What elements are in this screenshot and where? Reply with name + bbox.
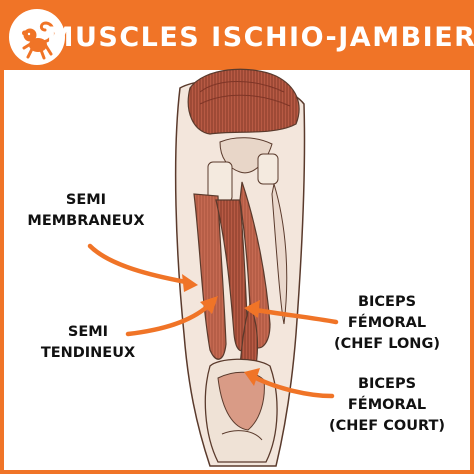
page-title: MUSCLES ISCHIO-JAMBIERS <box>46 21 474 53</box>
label-line: BICEPS <box>357 376 417 392</box>
label-line: TENDINEUX <box>40 345 136 361</box>
header-banner: MUSCLES ISCHIO-JAMBIERS <box>4 4 474 70</box>
label-line: BICEPS <box>357 294 417 310</box>
arrow-biceps-long <box>244 300 339 325</box>
label-line: FÉMORAL <box>347 397 427 413</box>
monkey-logo-icon <box>8 8 66 66</box>
label-line: MEMBRANEUX <box>27 213 145 229</box>
label-line: (CHEF LONG) <box>334 336 440 352</box>
label-line: SEMI <box>67 324 109 340</box>
gluteus-muscle <box>187 68 300 135</box>
label-semimembraneux: SEMI MEMBRANEUX <box>12 190 160 232</box>
arrow-semitendineux <box>125 296 218 337</box>
arrow-biceps-short <box>244 368 335 399</box>
label-line: FÉMORAL <box>347 315 427 331</box>
hamstring-illustration <box>87 68 339 467</box>
label-biceps-long: BICEPS FÉMORAL (CHEF LONG) <box>322 292 452 355</box>
biceps-long-head-muscle <box>239 181 271 349</box>
semimembranosus-muscle <box>193 193 227 360</box>
label-biceps-short: BICEPS FÉMORAL (CHEF COURT) <box>316 374 458 437</box>
arrow-semimembraneux <box>87 243 198 292</box>
label-line: SEMI <box>65 192 107 208</box>
label-semitendineux: SEMI TENDINEUX <box>28 322 148 364</box>
label-line: (CHEF COURT) <box>328 418 446 434</box>
